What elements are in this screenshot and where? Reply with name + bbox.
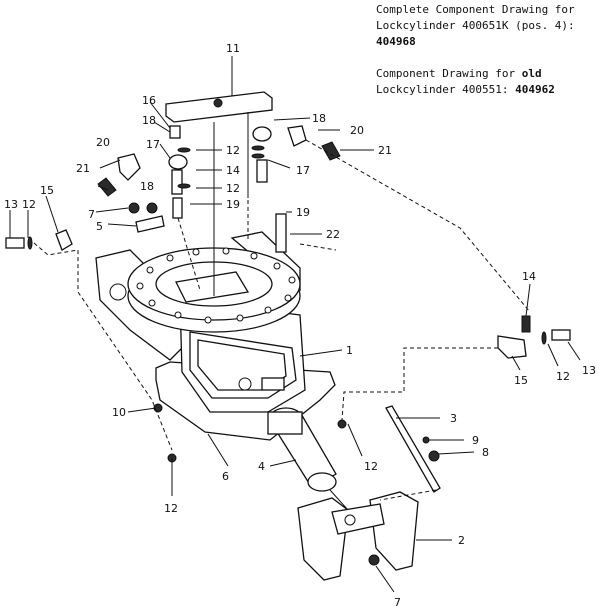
note-line-5: Lockcylinder 400551: 404962 [376, 82, 598, 98]
note-line-4-text: Component Drawing for [376, 67, 522, 80]
callout-12-c: 12 [22, 198, 36, 211]
callout-21-a: 21 [76, 162, 90, 175]
manifold-assembly [5, 91, 341, 296]
fitting-16 [169, 125, 181, 139]
callout-11: 11 [226, 42, 240, 55]
callout-12-b: 12 [226, 182, 240, 195]
callout-19-b: 19 [296, 206, 310, 219]
fitting-21-right [321, 141, 341, 161]
tube-right [256, 159, 268, 183]
seal-12-left [27, 236, 33, 250]
main-body [95, 231, 336, 441]
sleeve-19-left [172, 197, 183, 219]
callout-17-b: 17 [296, 164, 310, 177]
nut-8 [428, 450, 440, 462]
screw-7-bottom [368, 554, 380, 566]
callout-19-a: 19 [226, 198, 240, 211]
callout-10: 10 [112, 406, 126, 419]
callout-20-a: 20 [96, 136, 110, 149]
callout-12-e: 12 [364, 460, 378, 473]
callout-12-a: 12 [226, 144, 240, 157]
note-line-2: Lockcylinder 400651K (pos. 4): [376, 19, 575, 32]
clamp-hole [344, 514, 356, 526]
callout-4: 4 [258, 460, 265, 473]
manifold-port [213, 98, 223, 108]
clamp-bridge [331, 503, 385, 535]
callout-7-a: 7 [88, 208, 95, 221]
note-old-word: old [521, 67, 542, 80]
callout-18-c: 18 [140, 180, 154, 193]
mount-block [267, 411, 303, 435]
clamp-block [153, 403, 419, 581]
elbow-20-left [117, 153, 141, 181]
old-drawing-number: 404962 [515, 83, 555, 96]
callout-2: 2 [458, 534, 465, 547]
callout-7-b: 7 [394, 596, 401, 608]
screw-22 [275, 213, 287, 253]
callout-13-a: 13 [4, 198, 18, 211]
callout-5: 5 [96, 220, 103, 233]
bolt-13-left [5, 237, 25, 249]
callout-14-b: 14 [522, 270, 536, 283]
right-fitting-group [497, 315, 571, 359]
callout-18-a: 18 [142, 114, 156, 127]
callout-22: 22 [326, 228, 340, 241]
callout-8: 8 [482, 446, 489, 459]
cylinder-cap [307, 472, 337, 492]
callout-15-a: 15 [40, 184, 54, 197]
callout-20-b: 20 [350, 124, 364, 137]
note-line-5-text: Lockcylinder 400551: [376, 83, 516, 96]
callout-3: 3 [450, 412, 457, 425]
fitting-14-right [521, 315, 531, 333]
callout-16: 16 [142, 94, 156, 107]
washer-7b [146, 202, 158, 214]
body-slot [261, 377, 285, 391]
bolt-13-right [551, 329, 571, 341]
turntable-hub [175, 271, 250, 303]
lock-cylinder [267, 407, 349, 511]
connector-17-right [252, 126, 272, 142]
elbow-20-right [287, 125, 307, 147]
linkage-rod [385, 405, 441, 493]
bracket-5 [135, 215, 165, 233]
callout-9: 9 [472, 434, 479, 447]
callout-labels: 11 16 18 18 18 20 20 17 17 12 12 14 21 2… [4, 42, 596, 608]
callout-12-f: 12 [164, 502, 178, 515]
rod-3 [385, 405, 441, 493]
note-line-3: 404968 [376, 34, 598, 50]
tube-left [171, 169, 183, 195]
callout-18-b: 18 [312, 112, 326, 125]
fitting-21-left [97, 177, 117, 197]
body-hole [238, 377, 252, 391]
callout-13-b: 13 [582, 364, 596, 377]
leader-lines [9, 56, 581, 593]
screw-12-mid [337, 419, 347, 429]
note-line-1: Complete Component Drawing for [376, 3, 575, 16]
assembly-lines [33, 139, 531, 501]
note-line-4: Component Drawing for old [376, 66, 598, 82]
callout-21-b: 21 [378, 144, 392, 157]
callout-1: 1 [346, 344, 353, 357]
drawing-notes: Complete Component Drawing for Lockcylin… [376, 2, 598, 98]
complete-drawing-number: 404968 [376, 35, 416, 48]
callout-12-d: 12 [556, 370, 570, 383]
bolt-holes [136, 247, 296, 324]
washer-7a [128, 202, 140, 214]
callout-14-a: 14 [226, 164, 240, 177]
connector-17-left [168, 154, 188, 170]
elbow-15-right [497, 335, 527, 359]
callout-15-b: 15 [514, 374, 528, 387]
callout-6: 6 [222, 470, 229, 483]
callout-17-a: 17 [146, 138, 160, 151]
elbow-15-left [55, 229, 73, 251]
housing-hole [109, 283, 127, 301]
seal-12-right [541, 331, 547, 345]
